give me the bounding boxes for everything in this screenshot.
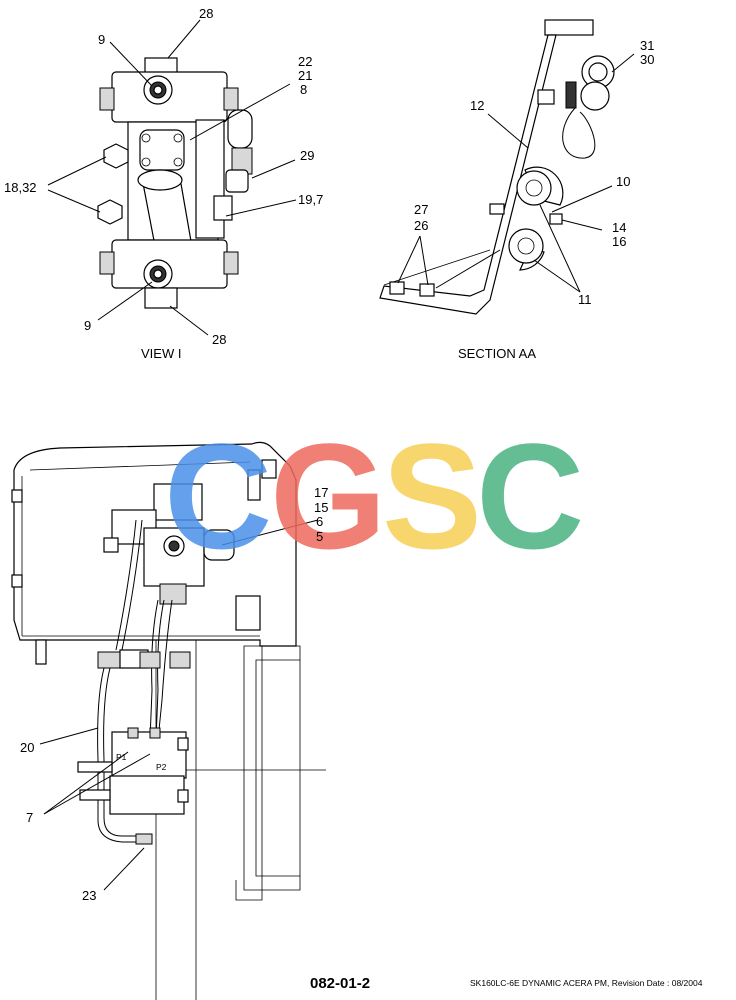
port-label-p2: P2 — [156, 762, 167, 772]
callout-31: 31 — [640, 38, 654, 53]
callout-16: 16 — [612, 234, 626, 249]
revision-note: SK160LC-6E DYNAMIC ACERA PM, Revision Da… — [470, 978, 703, 988]
watermark-letter-c2: C — [476, 412, 584, 580]
callout-7: 7 — [26, 810, 33, 825]
callout-27: 27 — [414, 202, 428, 217]
watermark-letter-c1: C — [164, 412, 272, 580]
section-aa-drawing — [379, 19, 615, 315]
view-i-leaders — [47, 19, 297, 336]
callout-5: 5 — [316, 529, 323, 544]
callout-19-7: 19,7 — [298, 192, 323, 207]
caption-view-i: VIEW I — [141, 346, 181, 361]
callout-21: 21 — [298, 68, 312, 83]
assembly-leaders — [39, 519, 319, 891]
assembly-drawing: P1 P2 — [11, 441, 326, 1000]
callout-23: 23 — [82, 888, 96, 903]
callout-12: 12 — [470, 98, 484, 113]
callout-9-bottom: 9 — [84, 318, 91, 333]
callout-10: 10 — [616, 174, 630, 189]
section-aa-leaders — [397, 53, 635, 293]
callout-26: 26 — [414, 218, 428, 233]
callout-28-top: 28 — [199, 6, 213, 21]
callout-15: 15 — [314, 500, 328, 515]
callout-30: 30 — [640, 52, 654, 67]
callout-29: 29 — [300, 148, 314, 163]
callout-11: 11 — [578, 292, 592, 307]
callout-6: 6 — [316, 514, 323, 529]
watermark-letter-s: S — [382, 412, 482, 580]
view-i-drawing — [97, 57, 253, 309]
page-number: 082-01-2 — [310, 975, 370, 992]
caption-section-aa: SECTION AA — [458, 346, 536, 361]
callout-20: 20 — [20, 740, 34, 755]
callout-18-32: 18,32 — [4, 180, 37, 195]
callout-14: 14 — [612, 220, 626, 235]
cgsc-watermark: C G S C — [164, 412, 584, 580]
callout-17: 17 — [314, 485, 328, 500]
callout-9-top: 9 — [98, 32, 105, 47]
callout-28-bottom: 28 — [212, 332, 226, 347]
callout-8: 8 — [300, 82, 307, 97]
callout-22: 22 — [298, 54, 312, 69]
watermark-letter-g: G — [270, 412, 387, 580]
